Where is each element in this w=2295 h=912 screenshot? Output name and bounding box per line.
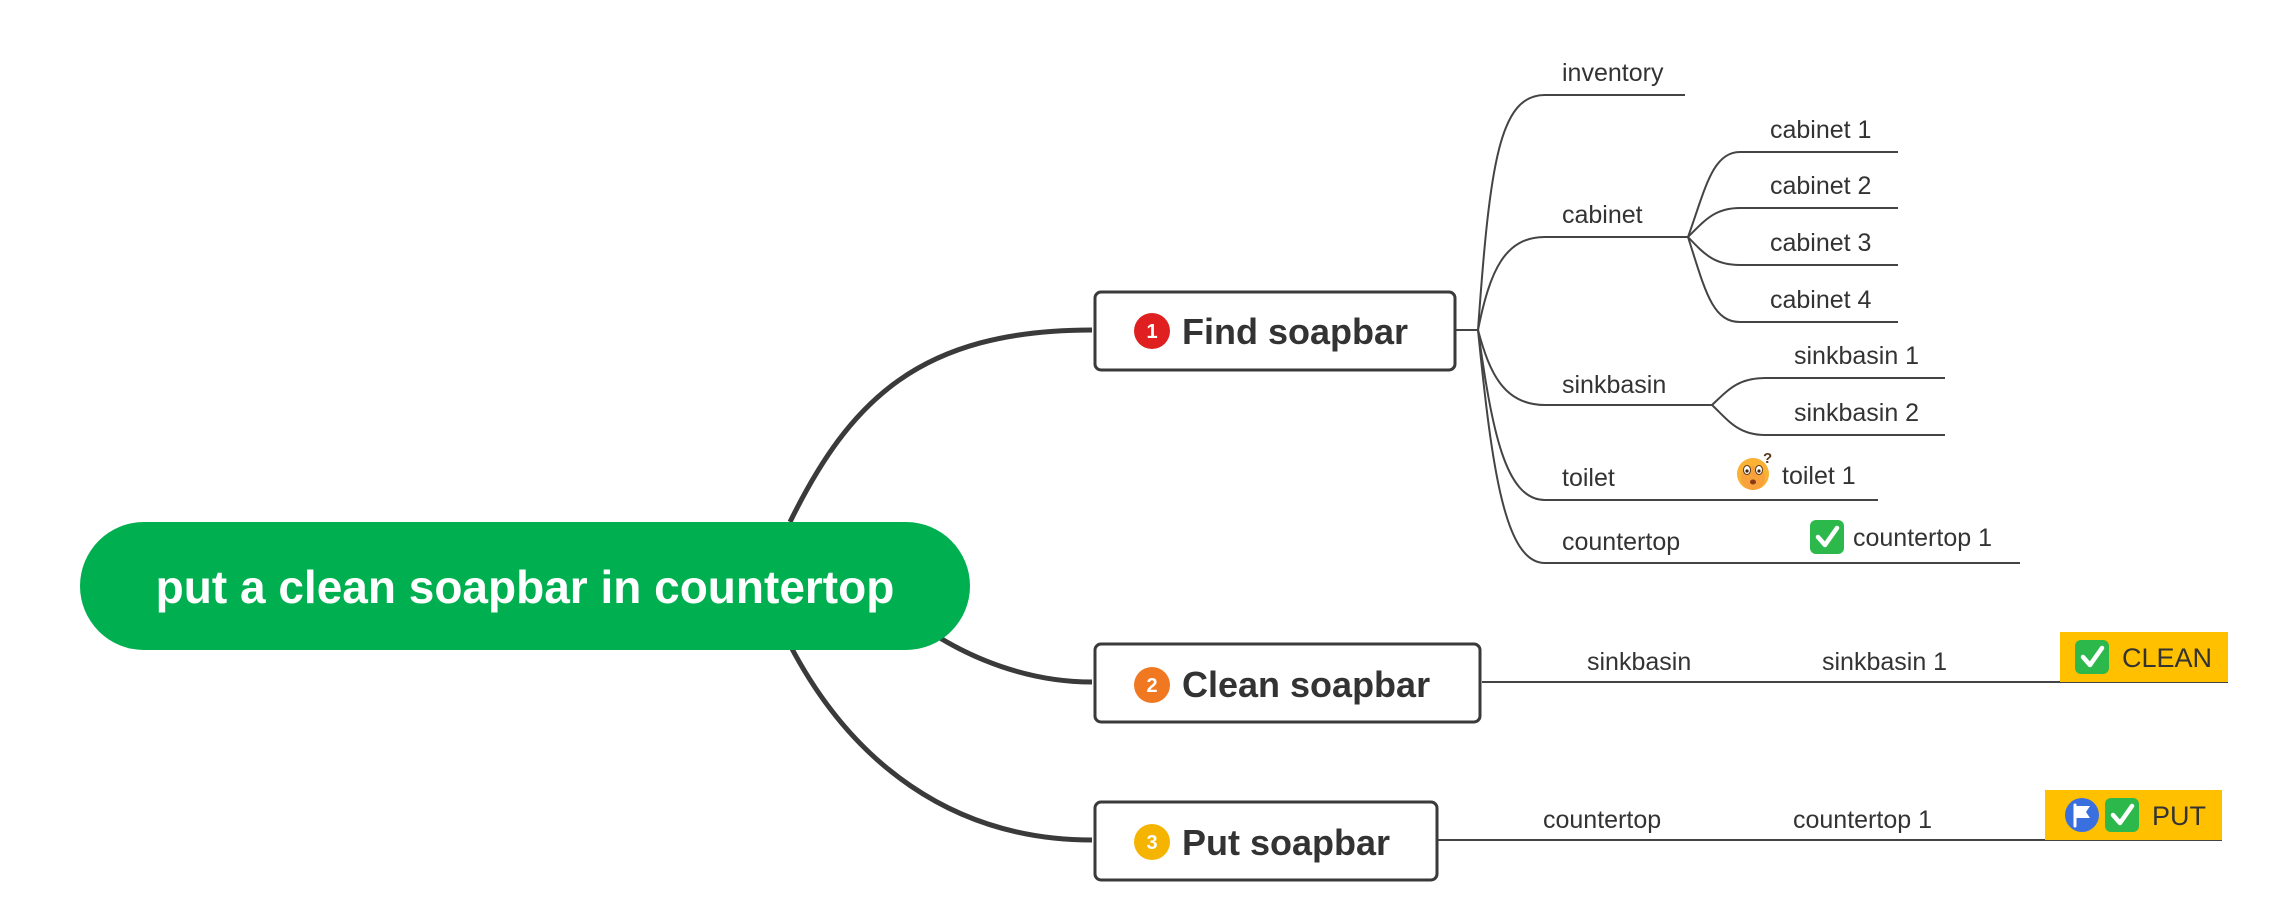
step-2-location-label[interactable]: sinkbasin — [1587, 648, 1691, 676]
step-number-2: 2 — [1146, 675, 1157, 697]
branch-line-inventory — [1477, 94, 1685, 331]
step-number-3: 3 — [1146, 832, 1157, 854]
action-tag-clean-label: CLEAN — [2122, 643, 2212, 673]
leaf-label-cabinet-2[interactable]: cabinet 2 — [1770, 172, 1871, 200]
step-number-badge-3 — [1134, 824, 1170, 860]
branch-label-inventory[interactable]: inventory — [1562, 59, 1664, 87]
leaf-line-sinkbasin-2 — [1711, 404, 1945, 436]
svg-text:?: ? — [1763, 450, 1772, 467]
step-2-target-label[interactable]: sinkbasin 1 — [1822, 648, 1947, 676]
branch-label-countertop[interactable]: countertop — [1562, 528, 1680, 556]
leaf-line-cabinet-1 — [1687, 151, 1898, 238]
root-label: put a clean soapbar in countertop — [156, 561, 895, 613]
step-number-badge-1 — [1134, 313, 1170, 349]
action-tag-clean[interactable]: CLEAN — [2060, 632, 2228, 682]
step-3-location-label[interactable]: countertop — [1543, 806, 1661, 834]
leaf-label-countertop-1[interactable]: countertop 1 — [1853, 524, 1992, 552]
action-tag-put[interactable]: PUT — [2045, 790, 2222, 840]
step-node-find-soapbar[interactable]: 1 Find soapbar — [1093, 290, 1457, 372]
branch-line-toilet — [1477, 329, 1878, 501]
step-label-find-soapbar: Find soapbar — [1182, 311, 1408, 352]
branch-label-toilet[interactable]: toilet — [1562, 464, 1615, 492]
check-mark-icon — [1810, 520, 1844, 554]
branch-label-cabinet[interactable]: cabinet — [1562, 201, 1643, 229]
flag-icon — [2065, 798, 2099, 832]
action-tag-put-label: PUT — [2152, 801, 2206, 831]
check-mark-icon — [2075, 640, 2109, 674]
connector-root-step-3 — [787, 643, 1093, 843]
branch-line-countertop — [1477, 329, 2020, 564]
root-node-bg — [80, 522, 970, 650]
leaf-line-sinkbasin-1 — [1711, 377, 1945, 406]
root-node[interactable]: put a clean soapbar in countertop — [80, 522, 970, 650]
step-label-put-soapbar: Put soapbar — [1182, 822, 1390, 863]
leaf-label-cabinet-4[interactable]: cabinet 4 — [1770, 286, 1872, 314]
branch-line-sinkbasin — [1477, 329, 1712, 406]
leaf-label-toilet-1[interactable]: toilet 1 — [1782, 462, 1856, 490]
leaf-line-cabinet-4 — [1687, 236, 1898, 323]
leaf-line-cabinet-3 — [1687, 236, 1898, 266]
leaf-label-cabinet-1[interactable]: cabinet 1 — [1770, 116, 1871, 144]
step-node-clean-soapbar[interactable]: 2 Clean soapbar — [1093, 642, 1482, 724]
branch-label-sinkbasin[interactable]: sinkbasin — [1562, 371, 1666, 399]
leaf-line-cabinet-2 — [1687, 207, 1898, 238]
leaf-label-cabinet-3[interactable]: cabinet 3 — [1770, 229, 1871, 257]
confused-face-icon: ? — [1737, 450, 1772, 490]
leaf-label-sinkbasin-1[interactable]: sinkbasin 1 — [1794, 342, 1919, 370]
check-mark-icon — [2105, 798, 2139, 832]
branch-line-cabinet — [1477, 236, 1688, 331]
step-3-target-label[interactable]: countertop 1 — [1793, 806, 1932, 834]
step-number-1: 1 — [1146, 321, 1157, 343]
connector-root-step-1 — [787, 327, 1093, 524]
leaf-label-sinkbasin-2[interactable]: sinkbasin 2 — [1794, 399, 1919, 427]
step-number-badge-2 — [1134, 667, 1170, 703]
step-label-clean-soapbar: Clean soapbar — [1182, 664, 1430, 705]
step-1-branches — [1455, 94, 2020, 564]
step-node-put-soapbar[interactable]: 3 Put soapbar — [1093, 800, 1439, 882]
